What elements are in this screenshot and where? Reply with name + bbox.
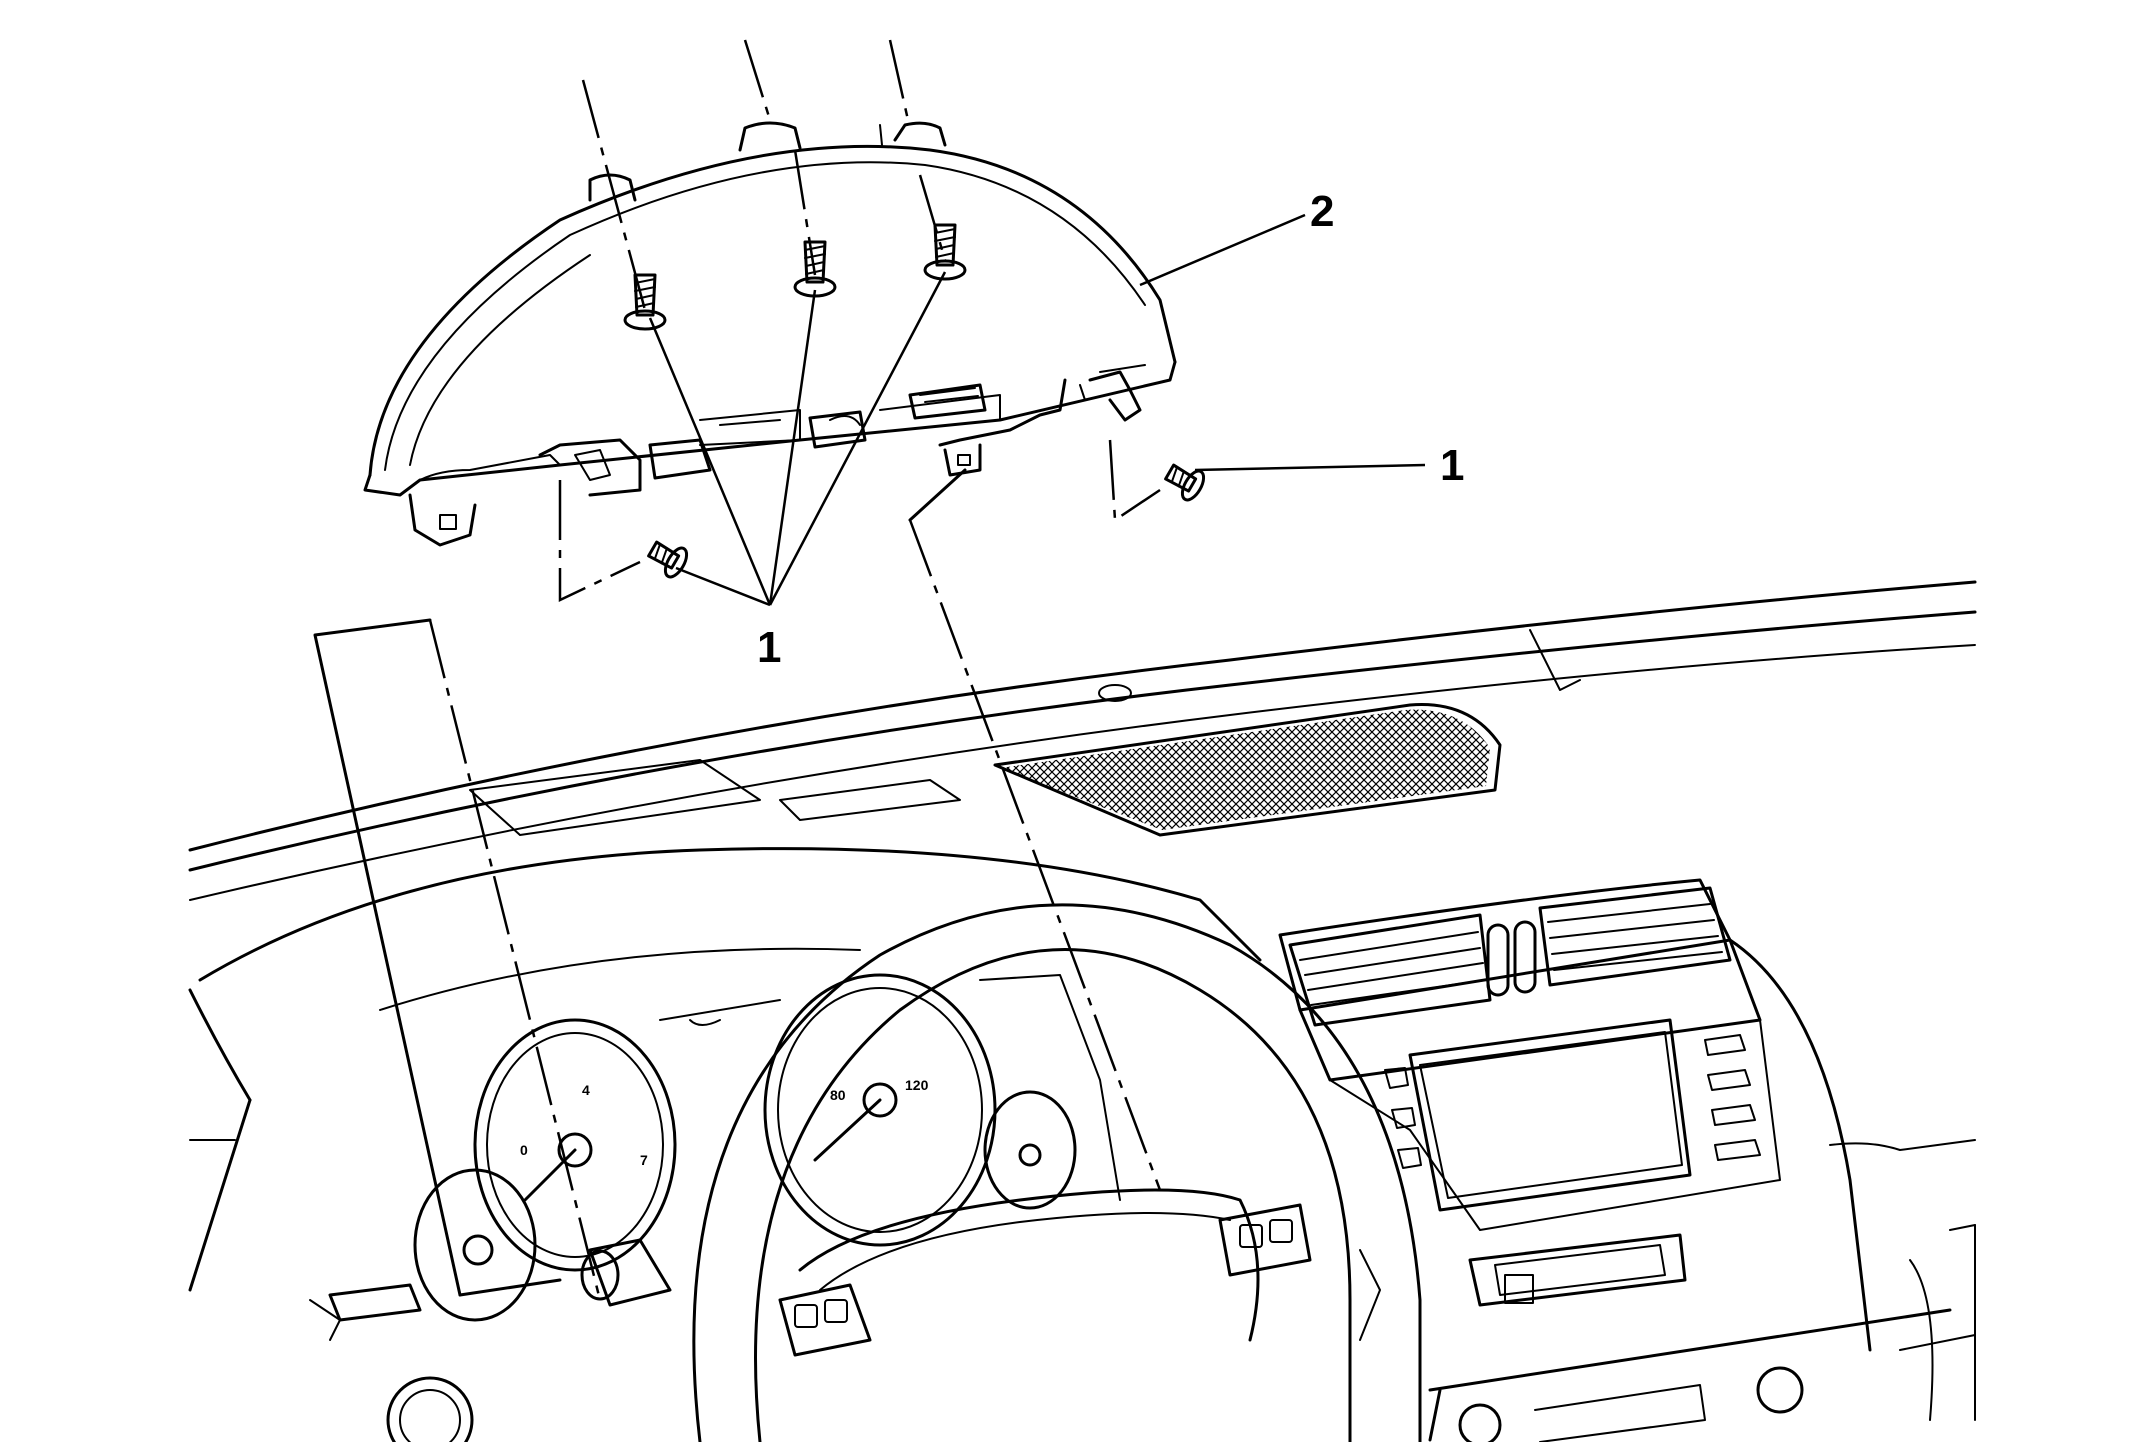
svg-text:4: 4 xyxy=(582,1082,590,1098)
callout-screw-right: 1 xyxy=(1440,441,1464,490)
instrument-cluster xyxy=(363,121,1177,547)
fuel-gauge xyxy=(413,1168,537,1322)
screw-icon xyxy=(623,273,667,331)
speaker-grille xyxy=(1000,709,1490,830)
callout-screws-center: 1 xyxy=(757,623,781,672)
screw-icon xyxy=(923,223,967,281)
instrument-panel xyxy=(188,580,1977,1442)
screw-icon xyxy=(1164,463,1206,502)
alignment-centerlines xyxy=(313,39,1162,1301)
steering-wheel xyxy=(692,903,1422,1442)
screw-fasteners xyxy=(623,223,1206,579)
svg-text:7: 7 xyxy=(640,1152,648,1168)
tachometer-gauge xyxy=(473,1018,677,1272)
cluster-gauges: 0 4 7 80 120 xyxy=(309,973,1121,1442)
svg-text:0: 0 xyxy=(520,1142,528,1158)
leader-lines xyxy=(648,213,1426,607)
screw-icon xyxy=(647,540,689,579)
svg-text:80: 80 xyxy=(830,1087,846,1103)
svg-text:120: 120 xyxy=(905,1077,929,1093)
center-air-vents xyxy=(1288,886,1732,1027)
temp-gauge xyxy=(983,1090,1077,1210)
radio-display xyxy=(1384,1018,1761,1212)
callout-cluster: 2 xyxy=(1310,187,1334,236)
speedometer-gauge xyxy=(763,973,997,1247)
screw-icon xyxy=(793,240,837,298)
